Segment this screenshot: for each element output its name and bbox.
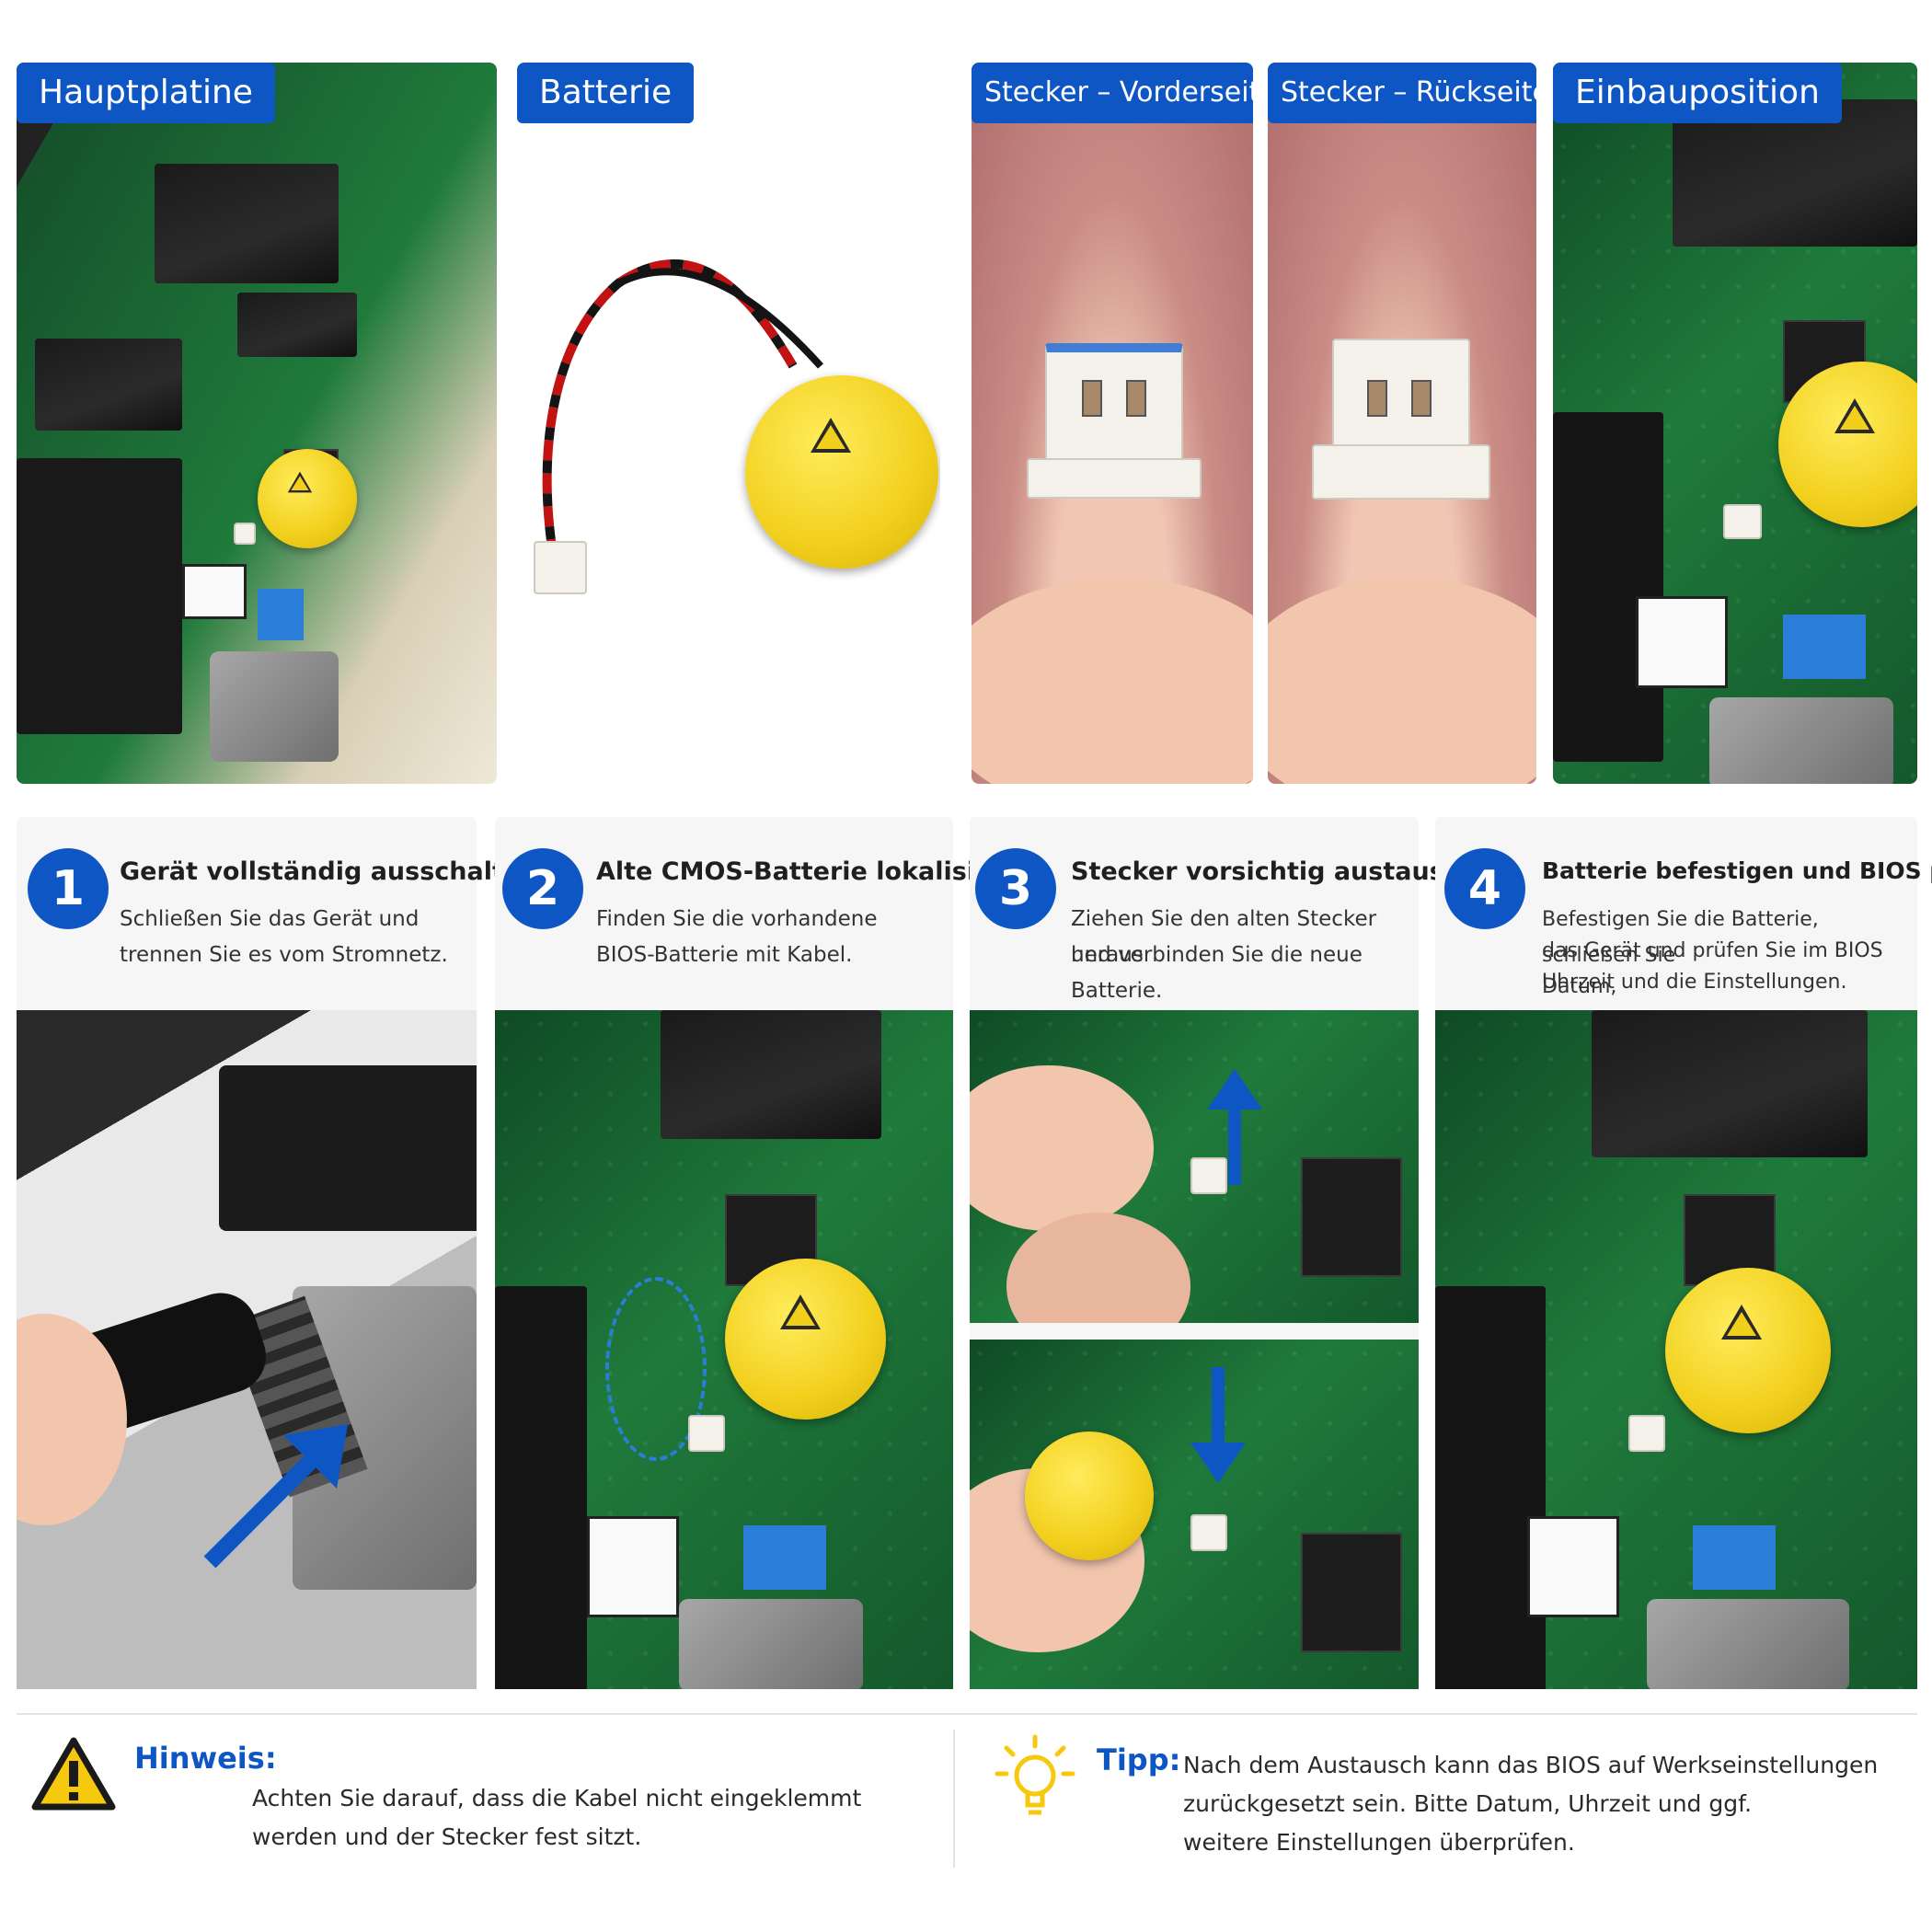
tip-text-line1: Nach dem Austausch kann das BIOS auf Wer… [1183, 1752, 1879, 1778]
lightbulb-icon [995, 1734, 1075, 1815]
label-plug-back: Stecker – Rückseite [1268, 63, 1536, 123]
photo-mainboard: Hauptplatine [17, 63, 497, 784]
step-card-3: 3 Stecker vorsichtig austauschen Ziehen … [970, 817, 1512, 1689]
label-plug-front: Stecker – Vorderseite [972, 63, 1253, 123]
step-card-4: 4 Batterie befestigen und BIOS prüfen Be… [1435, 817, 1932, 1689]
notes-divider-top [17, 1713, 1917, 1715]
step-text-2-line1: Finden Sie die vorhandene [596, 907, 878, 931]
step-title-1: Gerät vollständig ausschalten [120, 857, 539, 886]
step-text-3-line2: und verbinden Sie die neue Batterie. [1071, 943, 1363, 1003]
hint-text-line1: Achten Sie darauf, dass die Kabel nicht … [252, 1785, 862, 1811]
photo-power-off [17, 1010, 477, 1689]
notes-divider-vertical [953, 1730, 955, 1868]
battery-cable [542, 259, 823, 560]
label-mainboard: Hauptplatine [17, 63, 275, 123]
step-text-3-line1: Ziehen Sie den alten Stecker heraus [1071, 907, 1377, 967]
step-text-1-line2: trennen Sie es vom Stromnetz. [120, 943, 448, 967]
tip-title: Tipp: [1097, 1742, 1181, 1777]
photo-plug-back: Stecker – Rückseite [1268, 63, 1536, 784]
photo-final-check [1435, 1010, 1917, 1689]
arrow-down-icon [1190, 1367, 1246, 1483]
tip-text-line3: weitere Einstellungen überprüfen. [1183, 1829, 1575, 1856]
step-text-1-line1: Schließen Sie das Gerät und [120, 907, 420, 931]
battery-plug [534, 541, 587, 594]
photo-install-position: Einbauposition [1553, 63, 1917, 784]
step-title-4: Batterie befestigen und BIOS prüfen [1542, 857, 1932, 884]
arrow-up-right-icon [203, 1424, 348, 1569]
tip-text-line2: zurückgesetzt sein. Bitte Datum, Uhrzeit… [1183, 1790, 1753, 1817]
photo-unplug-old [970, 1010, 1419, 1323]
step-text-4-line1: Befestigen Sie die Batterie, schließen S… [1542, 908, 1819, 967]
hint-text-line2: werden und der Stecker fest sitzt. [252, 1823, 642, 1850]
step-title-2: Alte CMOS-Batterie lokalisieren [596, 857, 1040, 886]
label-battery: Batterie [517, 63, 695, 123]
step-number-4: 4 [1444, 848, 1525, 929]
step-text-2-line2: BIOS-Batterie mit Kabel. [596, 943, 853, 967]
step-text-4-line2: das Gerät und prüfen Sie im BIOS Datum, [1542, 939, 1883, 998]
photo-battery: Batterie [517, 63, 940, 784]
step-number-3: 3 [975, 848, 1056, 929]
step-number-1: 1 [28, 848, 109, 929]
step-text-4-line3: Uhrzeit und die Einstellungen. [1542, 971, 1847, 994]
step-card-1: 1 Gerät vollständig ausschalten Schließe… [17, 817, 538, 1689]
warning-triangle-icon [31, 1737, 116, 1811]
photo-plug-front: Stecker – Vorderseite [972, 63, 1253, 784]
label-install-position: Einbauposition [1553, 63, 1842, 123]
arrow-up-icon [1207, 1069, 1262, 1185]
photo-plug-new [970, 1340, 1419, 1689]
photo-locate-battery [495, 1010, 953, 1689]
cmos-battery [745, 375, 938, 569]
step-card-2: 2 Alte CMOS-Batterie lokalisieren Finden… [495, 817, 1039, 1689]
step-number-2: 2 [502, 848, 583, 929]
hint-title: Hinweis: [134, 1741, 277, 1776]
